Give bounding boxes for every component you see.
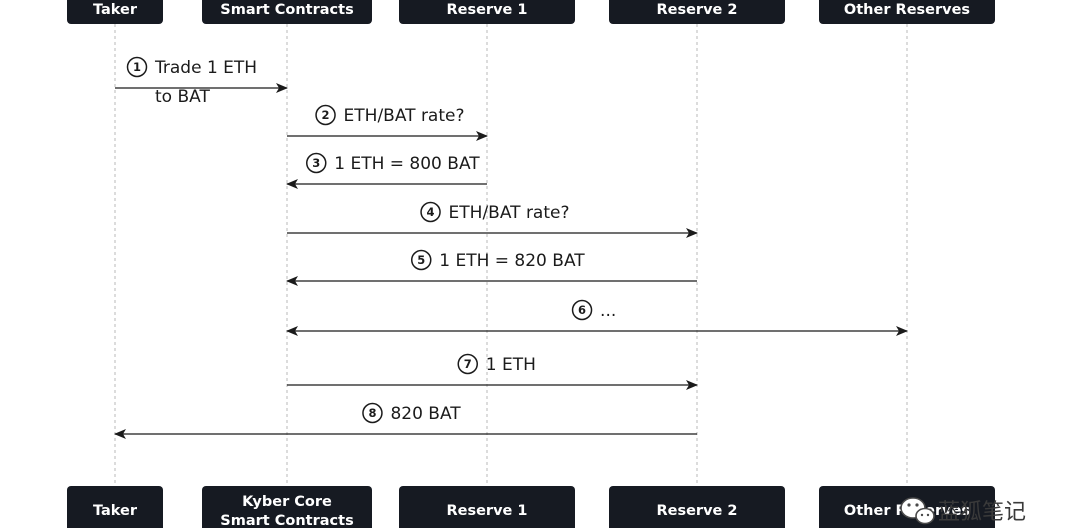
step-number: 8 bbox=[368, 406, 376, 420]
actor-label: Kyber Core bbox=[242, 494, 332, 510]
message-label: 820 BAT bbox=[390, 404, 461, 424]
watermark: 蓝狐笔记 bbox=[900, 497, 1026, 525]
lifelines bbox=[114, 24, 908, 486]
message-label: Trade 1 ETH bbox=[154, 58, 257, 78]
actors-top: Taker Smart Contracts Reserve 1 Reserve 2 Ot… bbox=[67, 0, 995, 24]
actor-box bbox=[399, 486, 575, 528]
actor-top-reserve1: Reserve 1 bbox=[399, 0, 575, 24]
message-label: ETH/BAT rate? bbox=[449, 203, 570, 223]
message-5: 5 1 ETH = 820 BAT bbox=[286, 249, 697, 286]
actor-label: Taker bbox=[93, 503, 138, 519]
actor-label: Smart Contracts bbox=[220, 513, 353, 528]
step-number: 4 bbox=[427, 205, 435, 219]
actor-box bbox=[67, 0, 163, 24]
step-circle bbox=[362, 402, 383, 424]
step-number: 5 bbox=[417, 253, 425, 267]
step-circle bbox=[126, 56, 148, 78]
actor-label: Reserve 2 bbox=[656, 2, 737, 18]
step-circle bbox=[571, 299, 593, 321]
message-3: 3 1 ETH = 800 BAT bbox=[286, 152, 487, 189]
actor-label: Reserve 2 bbox=[656, 503, 737, 519]
step-circle bbox=[306, 152, 327, 174]
message-4: 4 ETH/BAT rate? bbox=[287, 201, 698, 238]
watermark-text: 蓝狐笔记 bbox=[938, 500, 1026, 525]
actor-box bbox=[202, 486, 372, 528]
wechat-icon bbox=[900, 497, 935, 525]
actor-bottom-taker: Taker bbox=[67, 486, 163, 528]
message-label: to BAT bbox=[155, 87, 210, 107]
actor-label: Smart Contracts bbox=[220, 2, 353, 18]
message-6: 6... bbox=[286, 299, 908, 336]
message-label: 1 ETH = 820 BAT bbox=[439, 251, 585, 271]
step-number: 1 bbox=[133, 60, 141, 74]
actor-box bbox=[819, 0, 995, 24]
actor-box bbox=[399, 0, 575, 24]
step-circle bbox=[411, 249, 432, 271]
message-1: 1 Trade 1 ETH to BAT bbox=[115, 56, 288, 107]
step-number: 3 bbox=[312, 156, 320, 170]
actor-box bbox=[67, 486, 163, 528]
actor-label: Reserve 1 bbox=[446, 2, 527, 18]
actor-top-reserve2: Reserve 2 bbox=[609, 0, 785, 24]
actor-bottom-reserve1: Reserve 1 bbox=[399, 486, 575, 528]
actor-label: Taker bbox=[93, 2, 138, 18]
step-circle bbox=[420, 201, 441, 223]
message-label: ETH/BAT rate? bbox=[344, 106, 465, 126]
message-label: 1 ETH bbox=[486, 355, 536, 375]
message-2: 2 ETH/BAT rate? bbox=[287, 104, 488, 141]
step-circle bbox=[457, 353, 478, 375]
actor-box bbox=[609, 486, 785, 528]
message-label: 1 ETH = 800 BAT bbox=[334, 154, 480, 174]
actor-box bbox=[202, 0, 372, 24]
step-number: 2 bbox=[322, 108, 330, 122]
step-number: 6 bbox=[578, 303, 586, 317]
actor-top-kyber: Smart Contracts bbox=[202, 0, 372, 24]
step-circle bbox=[315, 104, 336, 126]
message-8: 8 820 BAT bbox=[114, 402, 697, 439]
actor-box bbox=[609, 0, 785, 24]
actor-label: Other Reserves bbox=[844, 2, 970, 18]
message-7: 7 1 ETH bbox=[287, 353, 698, 390]
step-number: 7 bbox=[464, 357, 472, 371]
actor-bottom-reserve2: Reserve 2 bbox=[609, 486, 785, 528]
message-label: ... bbox=[600, 301, 616, 321]
actor-top-other: Other Reserves bbox=[819, 0, 995, 24]
actor-top-taker: Taker bbox=[67, 0, 163, 24]
actor-label: Reserve 1 bbox=[446, 503, 527, 519]
